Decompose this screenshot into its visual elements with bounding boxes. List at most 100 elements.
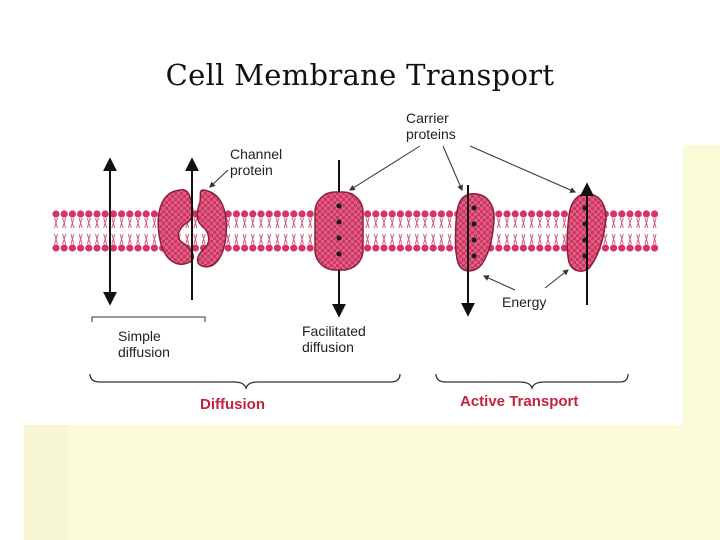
lipid-head-bottom bbox=[372, 244, 379, 251]
lipid-head-bottom bbox=[118, 244, 125, 251]
lipid-head-top bbox=[520, 210, 527, 217]
lipid-head-top bbox=[372, 210, 379, 217]
lipid-head-bottom bbox=[503, 244, 510, 251]
lipid-head-bottom bbox=[257, 244, 264, 251]
lipid-head-bottom bbox=[151, 244, 158, 251]
lipid-head-bottom bbox=[512, 244, 519, 251]
energy-pointer-1 bbox=[484, 276, 515, 290]
lipid-head-top bbox=[102, 210, 109, 217]
lipid-head-bottom bbox=[536, 244, 543, 251]
lipid-head-top bbox=[77, 210, 84, 217]
lipid-head-top bbox=[618, 210, 625, 217]
lipid-head-bottom bbox=[364, 244, 371, 251]
lipid-head-top bbox=[274, 210, 281, 217]
carrier-pointer-3 bbox=[470, 146, 575, 192]
carrier-proteins-label-line1: Carrier bbox=[406, 110, 456, 126]
lipid-head-bottom bbox=[610, 244, 617, 251]
lipid-head-bottom bbox=[249, 244, 256, 251]
lipid-head-bottom bbox=[233, 244, 240, 251]
lipid-head-top bbox=[134, 210, 141, 217]
lipid-head-top bbox=[126, 210, 133, 217]
channel-protein-label-line1: Channel bbox=[230, 146, 282, 162]
lipid-head-bottom bbox=[446, 244, 453, 251]
active-transport-heading: Active Transport bbox=[460, 393, 578, 410]
lipid-head-top bbox=[389, 210, 396, 217]
lipid-head-bottom bbox=[520, 244, 527, 251]
lipid-head-top bbox=[536, 210, 543, 217]
lipid-head-bottom bbox=[602, 244, 609, 251]
lipid-head-top bbox=[69, 210, 76, 217]
lipid-head-bottom bbox=[626, 244, 633, 251]
lipid-head-top bbox=[553, 210, 560, 217]
lipid-head-top bbox=[430, 210, 437, 217]
diffusion-brace bbox=[90, 374, 400, 388]
lipid-head-top bbox=[626, 210, 633, 217]
lipid-head-top bbox=[503, 210, 510, 217]
lipid-head-bottom bbox=[93, 244, 100, 251]
lipid-head-bottom bbox=[405, 244, 412, 251]
lipid-head-bottom bbox=[618, 244, 625, 251]
lipid-head-top bbox=[413, 210, 420, 217]
lipid-head-bottom bbox=[397, 244, 404, 251]
lipid-head-bottom bbox=[102, 244, 109, 251]
lipid-head-top bbox=[405, 210, 412, 217]
lipid-head-bottom bbox=[413, 244, 420, 251]
lipid-head-bottom bbox=[241, 244, 248, 251]
lipid-head-bottom bbox=[635, 244, 642, 251]
facilitated-diffusion-label-line1: Facilitated bbox=[302, 323, 366, 339]
carrier-pointer-1 bbox=[350, 146, 420, 190]
lipid-head-top bbox=[495, 210, 502, 217]
diffusion-heading: Diffusion bbox=[200, 396, 265, 413]
simple-diffusion-bracket bbox=[92, 317, 205, 322]
lipid-head-top bbox=[290, 210, 297, 217]
energy-pointer-2 bbox=[545, 270, 568, 288]
channel-protein-label-line2: protein bbox=[230, 162, 282, 178]
channel-protein-label: Channel protein bbox=[230, 146, 282, 178]
facilitated-diffusion-label: Facilitated diffusion bbox=[302, 323, 366, 355]
lipid-head-bottom bbox=[126, 244, 133, 251]
simple-diffusion-label-line1: Simple bbox=[118, 328, 170, 344]
facilitated-diffusion-label-line2: diffusion bbox=[302, 339, 366, 355]
lipid-head-top bbox=[512, 210, 519, 217]
lipid-head-top bbox=[266, 210, 273, 217]
lipid-head-top bbox=[307, 210, 314, 217]
lipid-head-top bbox=[249, 210, 256, 217]
lipid-head-top bbox=[282, 210, 289, 217]
lipid-head-top bbox=[143, 210, 150, 217]
lipid-head-bottom bbox=[643, 244, 650, 251]
lipid-head-bottom bbox=[274, 244, 281, 251]
lipid-head-bottom bbox=[282, 244, 289, 251]
lipid-head-top bbox=[635, 210, 642, 217]
lipid-head-bottom bbox=[225, 244, 232, 251]
lipid-head-top bbox=[643, 210, 650, 217]
channel-pointer bbox=[210, 170, 228, 187]
lipid-head-top bbox=[52, 210, 59, 217]
lipid-head-top bbox=[528, 210, 535, 217]
lipid-head-top bbox=[85, 210, 92, 217]
lipid-head-bottom bbox=[389, 244, 396, 251]
lipid-head-top bbox=[257, 210, 264, 217]
lipid-head-bottom bbox=[134, 244, 141, 251]
lipid-head-bottom bbox=[290, 244, 297, 251]
lipid-head-top bbox=[118, 210, 125, 217]
lipid-head-bottom bbox=[544, 244, 551, 251]
lipid-head-top bbox=[298, 210, 305, 217]
lipid-head-bottom bbox=[61, 244, 68, 251]
lipid-head-top bbox=[544, 210, 551, 217]
energy-label: Energy bbox=[502, 294, 546, 310]
lipid-head-top bbox=[93, 210, 100, 217]
lipid-head-top bbox=[364, 210, 371, 217]
lipid-head-top bbox=[151, 210, 158, 217]
lipid-head-bottom bbox=[307, 244, 314, 251]
lipid-head-bottom bbox=[298, 244, 305, 251]
lipid-head-bottom bbox=[69, 244, 76, 251]
lipid-head-top bbox=[241, 210, 248, 217]
lipid-head-bottom bbox=[430, 244, 437, 251]
lipid-head-bottom bbox=[651, 244, 658, 251]
lipid-head-bottom bbox=[52, 244, 59, 251]
lipid-head-bottom bbox=[553, 244, 560, 251]
active-carrier-protein-1 bbox=[455, 194, 494, 271]
lipid-head-top bbox=[61, 210, 68, 217]
lipid-head-bottom bbox=[77, 244, 84, 251]
